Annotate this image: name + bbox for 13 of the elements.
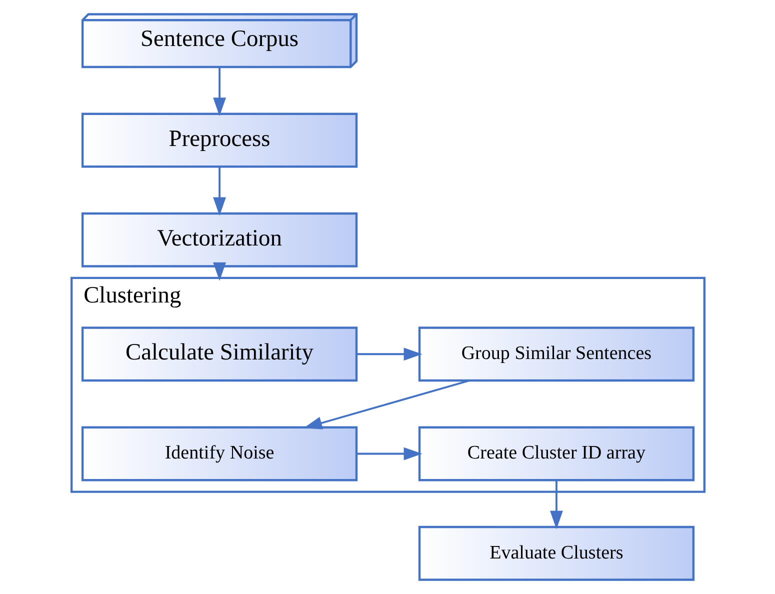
- node-box: Create Cluster ID array: [418, 426, 694, 482]
- arrow: [212, 68, 226, 116]
- node-box: Preprocess: [80, 112, 358, 168]
- arrow: [356, 348, 422, 361]
- arrow: [212, 262, 226, 281]
- node-box: Evaluate Clusters: [418, 526, 694, 581]
- arrow: [303, 380, 470, 430]
- arrow: [550, 480, 562, 530]
- node-box: Calculate Similarity: [80, 326, 358, 382]
- node-box: Group Similar Sentences: [418, 326, 694, 382]
- node-box: Identify Noise: [80, 426, 358, 482]
- arrow: [212, 167, 226, 216]
- arrow: [356, 447, 422, 460]
